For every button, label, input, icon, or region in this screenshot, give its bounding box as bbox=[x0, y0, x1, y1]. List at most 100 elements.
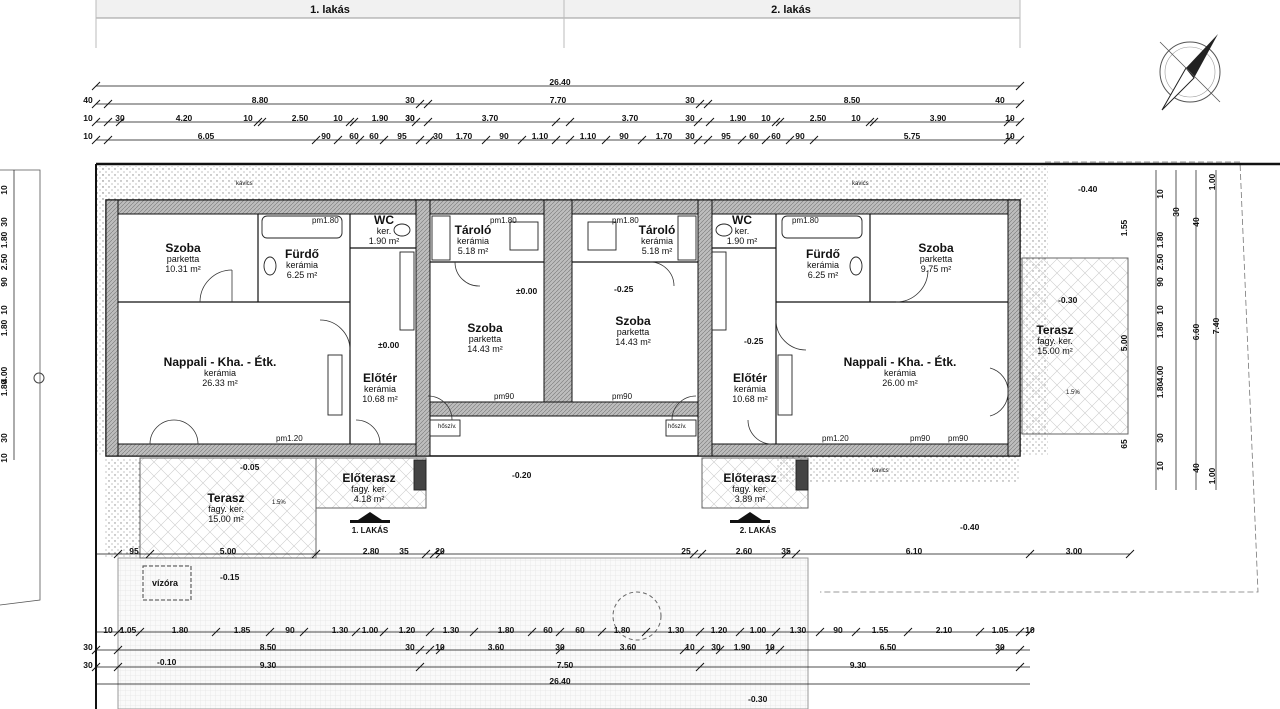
dimension-value: 30 bbox=[433, 131, 443, 141]
dimension-total: 26.40 bbox=[549, 77, 571, 87]
dimension-tick bbox=[435, 645, 445, 655]
dimension-tick bbox=[555, 645, 565, 655]
dimension-tick bbox=[771, 117, 781, 127]
dimension-value: 1.80 bbox=[613, 625, 631, 635]
dimension-value: 10 bbox=[435, 642, 445, 652]
dimension-value: 1.30 bbox=[442, 625, 460, 635]
dimension-tick bbox=[597, 627, 607, 637]
dimension-value: 60 bbox=[771, 131, 781, 141]
dimension-value: 4.00 bbox=[1155, 365, 1165, 383]
dimension-tick bbox=[425, 645, 435, 655]
dimension-tick bbox=[103, 135, 113, 145]
dimension-value: 10 bbox=[1005, 113, 1015, 123]
dimension-value: 8.50 bbox=[259, 642, 277, 652]
fixture-mark: pm1.80 bbox=[490, 216, 517, 225]
dimension-value: 1.10 bbox=[579, 131, 597, 141]
dimension-tick bbox=[103, 117, 113, 127]
dimension-value: 9.30 bbox=[259, 660, 277, 670]
dimension-value: 1.30 bbox=[331, 625, 349, 635]
dimension-value: 3.70 bbox=[481, 113, 499, 123]
dimension-tick bbox=[423, 117, 433, 127]
dimension-value: 40 bbox=[995, 95, 1005, 105]
dimension-value: 2.50 bbox=[809, 113, 827, 123]
dimension-tick bbox=[995, 645, 1005, 655]
dimension-value: 30 bbox=[685, 113, 695, 123]
dimension-value: 9.30 bbox=[849, 660, 867, 670]
dimension-tick bbox=[775, 645, 785, 655]
dimension-value: 30 bbox=[405, 113, 415, 123]
dimension-tick bbox=[555, 627, 565, 637]
dimension-tick bbox=[695, 662, 705, 672]
dimension-value: 10 bbox=[851, 113, 861, 123]
dimension-tick bbox=[527, 627, 537, 637]
gravel-label: kavics bbox=[852, 181, 869, 187]
dimension-value: 5.00 bbox=[1119, 334, 1129, 352]
level-marker: -0.30 bbox=[1058, 295, 1078, 305]
dimension-value: 1.80 bbox=[0, 319, 9, 337]
dimension-value: 30 bbox=[711, 642, 721, 652]
dimension-value: 65 bbox=[1119, 439, 1129, 449]
north-arrow-icon bbox=[1159, 34, 1221, 111]
dimension-value: 95 bbox=[129, 546, 139, 556]
dimension-value: 60 bbox=[349, 131, 359, 141]
dimension-value: 40 bbox=[83, 95, 93, 105]
dimension-value: 10 bbox=[1155, 461, 1165, 471]
dimension-tick bbox=[469, 627, 479, 637]
dimension-value: 1.80 bbox=[1155, 231, 1165, 249]
dimension-value: 8.80 bbox=[251, 95, 269, 105]
dimension-tick bbox=[425, 135, 435, 145]
dimension-tick bbox=[809, 135, 819, 145]
dimension-tick bbox=[379, 135, 389, 145]
dimension-value: 1.80 bbox=[0, 231, 9, 249]
dimension-value: 1.00 bbox=[361, 625, 379, 635]
dimension-tick bbox=[415, 99, 425, 109]
terraces bbox=[104, 257, 1129, 559]
dimension-tick bbox=[135, 627, 145, 637]
fixture-mark: pm90 bbox=[612, 392, 633, 401]
unit1-header: 1. lakás bbox=[310, 4, 350, 16]
dimension-value: 2.50 bbox=[0, 253, 9, 271]
header-bar bbox=[95, 0, 1021, 48]
dimension-value: 1.05 bbox=[119, 625, 137, 635]
fixture-mark: pm1.20 bbox=[276, 434, 303, 443]
dimension-value: 1.90 bbox=[733, 642, 751, 652]
level-marker: ±0.00 bbox=[516, 286, 538, 296]
heater-label: hőszív. bbox=[668, 424, 687, 430]
level-marker: -0.05 bbox=[240, 462, 260, 472]
dimension-tick bbox=[355, 135, 365, 145]
dimension-value: 10 bbox=[1005, 131, 1015, 141]
dimension-tick bbox=[1015, 99, 1025, 109]
dimension-tick bbox=[565, 117, 575, 127]
dimension-tick bbox=[211, 627, 221, 637]
dimension-total: 26.40 bbox=[549, 676, 571, 686]
dimension-value: 10 bbox=[685, 642, 695, 652]
dimension-value: 10 bbox=[1155, 305, 1165, 315]
level-marker: -0.20 bbox=[512, 470, 532, 480]
dimension-value: 1.80 bbox=[0, 379, 9, 397]
dimension-tick bbox=[775, 117, 785, 127]
dimension-tick bbox=[311, 549, 321, 559]
dimension-tick bbox=[345, 117, 355, 127]
dimension-tick bbox=[415, 662, 425, 672]
dimension-value: 30 bbox=[1171, 207, 1181, 217]
dimension-value: 1.30 bbox=[789, 625, 807, 635]
dimension-value: 6.05 bbox=[197, 131, 215, 141]
dimension-value: 1.90 bbox=[371, 113, 389, 123]
dimension-value: 30 bbox=[83, 642, 93, 652]
dimension-tick bbox=[697, 549, 707, 559]
level-marker: -0.30 bbox=[748, 694, 768, 704]
dimension-value: 10 bbox=[83, 131, 93, 141]
dimension-tick bbox=[517, 135, 527, 145]
dimension-tick bbox=[1015, 645, 1025, 655]
dimension-tick bbox=[815, 627, 825, 637]
dimension-value: 90 bbox=[795, 131, 805, 141]
dimension-tick bbox=[679, 645, 689, 655]
level-marker: -0.25 bbox=[744, 336, 764, 346]
dimension-value: 95 bbox=[397, 131, 407, 141]
